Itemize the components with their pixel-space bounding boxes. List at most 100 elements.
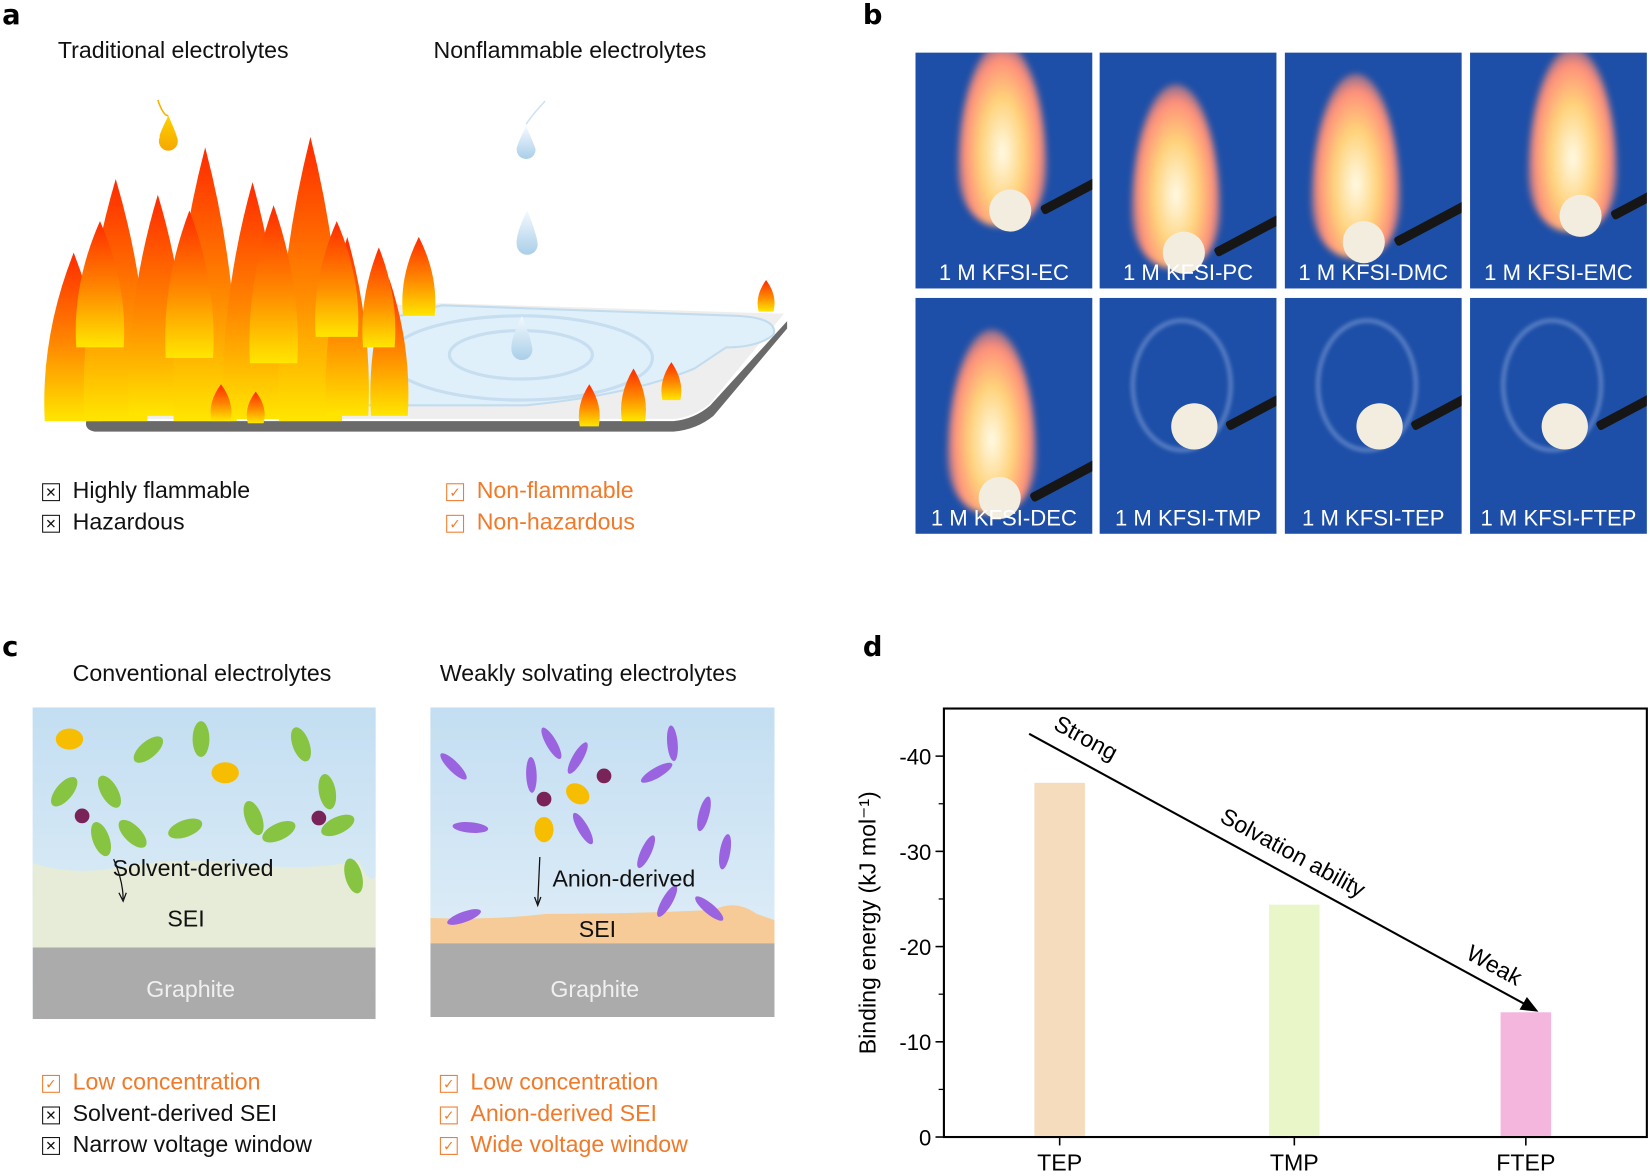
x-tick-label: TEP — [1037, 1150, 1082, 1176]
check-box-icon: ✓ — [446, 514, 465, 533]
photo-caption: 1 M KFSI-FTEP — [1480, 506, 1637, 531]
panel-c-label: c — [2, 631, 19, 664]
solvent-molecule — [567, 742, 588, 774]
separator-disc — [1356, 403, 1403, 450]
flame-icon — [578, 384, 600, 427]
flame-icon — [249, 205, 298, 364]
tweezers-icon — [1213, 194, 1277, 258]
cross-box-icon: ✕ — [42, 514, 60, 533]
panel-a-label: a — [2, 0, 21, 32]
panel-b-label: b — [862, 0, 883, 32]
x-tick-label: TMP — [1270, 1150, 1319, 1176]
traditional-drop — [158, 115, 178, 151]
solvent-molecule — [640, 762, 673, 783]
flame-icon — [362, 247, 396, 348]
solvent-molecule — [262, 820, 296, 843]
solvent-molecule — [290, 727, 311, 762]
flammability-photo: 1 M KFSI-TEP — [1284, 297, 1462, 534]
flame-icon — [402, 236, 436, 316]
bar-tmp — [1269, 904, 1320, 1136]
nonflammable-drop-2 — [516, 210, 538, 255]
solvent-molecule — [133, 736, 164, 763]
solvent-molecule — [666, 725, 678, 762]
check-box-icon: ✓ — [42, 1074, 60, 1093]
check-box-icon: ✓ — [446, 483, 465, 502]
y-axis-label: Binding energy (kJ mol⁻¹) — [855, 791, 881, 1054]
graphite-label-right: Graphite — [550, 975, 640, 1003]
solvent-molecule — [118, 819, 147, 848]
tweezers-icon — [1409, 368, 1462, 432]
solvent-molecule — [318, 774, 337, 810]
flammability-illustration — [44, 99, 788, 432]
conventional-diagram: Solvent-derived SEI Graphite — [32, 707, 376, 1020]
flammability-photo: 1 M KFSI-FTEP — [1470, 297, 1647, 534]
flame-icon — [621, 368, 646, 422]
cross-box-icon: ✕ — [42, 1105, 60, 1124]
y-tick-label: -40 — [899, 745, 931, 770]
smoke-icon — [1131, 318, 1233, 452]
conventional-schematic — [32, 721, 376, 1020]
solvent-molecule — [526, 756, 537, 793]
solvent-molecule — [637, 835, 656, 869]
solvent-derived-label: Solvent-derived — [112, 854, 274, 882]
flames-group — [44, 136, 775, 427]
sei-label-right: SEI — [578, 915, 617, 943]
flammability-photo: 1 M KFSI-EMC — [1470, 52, 1647, 289]
flammability-photo: 1 M KFSI-EC — [915, 52, 1093, 289]
separator-disc — [1171, 403, 1218, 450]
nonflammable-drop-1 — [516, 126, 536, 159]
photo-caption: 1 M KFSI-DEC — [930, 506, 1077, 531]
check-box-icon: ✓ — [439, 1137, 458, 1155]
flammability-photo: 1 M KFSI-DEC — [915, 297, 1093, 534]
flammability-photo: 1 M KFSI-TMP — [1099, 297, 1277, 534]
separator-disc — [1559, 194, 1602, 237]
cross-box-icon: ✕ — [42, 483, 60, 502]
anion — [566, 783, 590, 805]
graphite-label-left: Graphite — [146, 975, 236, 1003]
panel-d-label: d — [862, 631, 883, 664]
separator-disc — [1541, 403, 1588, 450]
traditional-item-2: ✕Hazardous — [42, 509, 185, 536]
solvent-molecule — [51, 776, 78, 807]
flame-icon — [210, 384, 232, 422]
y-tick-label: -10 — [899, 1030, 931, 1055]
bar-tep — [1034, 782, 1085, 1136]
tweezers-icon — [1029, 439, 1093, 503]
solvent-molecule — [452, 822, 489, 833]
separator-disc — [978, 476, 1021, 520]
x-tick-label: FTEP — [1496, 1150, 1555, 1176]
feature-item: ✕Solvent-derived SEI — [42, 1100, 277, 1127]
solvation-trend-arrow — [1028, 732, 1532, 1009]
check-box-icon: ✓ — [439, 1105, 458, 1124]
anion-derived-label: Anion-derived — [552, 865, 696, 892]
photo-caption: 1 M KFSI-DMC — [1298, 261, 1449, 286]
tweezers-icon — [1039, 152, 1093, 216]
trend-annotation: Solvation ability — [1216, 803, 1370, 903]
smoke-icon — [1501, 318, 1603, 452]
solvent-molecule — [697, 796, 711, 832]
nonflammable-electrolytes-title: Nonflammable electrolytes — [433, 36, 707, 64]
cation — [596, 768, 612, 784]
smoke-icon — [1316, 318, 1418, 452]
solvent-molecule — [192, 721, 210, 757]
photo-caption: 1 M KFSI-PC — [1122, 261, 1254, 286]
feature-item: ✓Anion-derived SEI — [439, 1100, 657, 1127]
plot-frame — [942, 707, 1648, 1139]
solvent-molecule — [97, 775, 121, 808]
cross-box-icon: ✕ — [42, 1137, 60, 1155]
conventional-title: Conventional electrolytes — [72, 660, 332, 687]
anion — [55, 728, 84, 750]
cation — [536, 791, 552, 807]
anion — [534, 816, 554, 843]
cation — [74, 808, 90, 824]
flame-icon — [315, 221, 359, 337]
solvent-molecule — [440, 753, 467, 780]
solvent-molecule — [447, 909, 481, 925]
flame-icon — [128, 194, 188, 416]
flame-icon — [246, 391, 265, 424]
solvent-molecule — [718, 834, 732, 870]
y-tick-label: -30 — [899, 840, 931, 865]
separator-disc — [1342, 221, 1385, 264]
